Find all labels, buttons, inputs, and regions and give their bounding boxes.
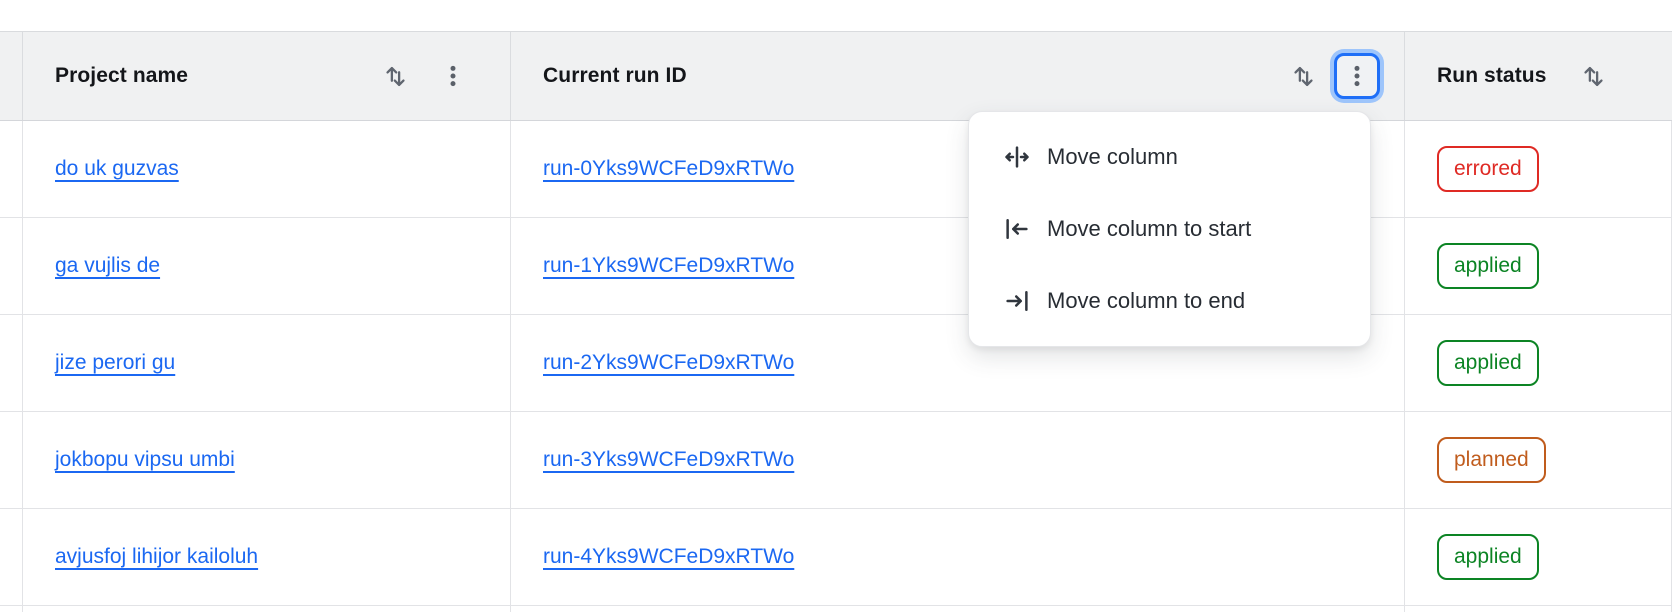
table-row: avjusfoj lihijor kailoluh run-4Yks9WCFeD…: [0, 509, 1672, 606]
run-status-badge: errored: [1437, 145, 1539, 193]
table-header-row: Project name Curre: [0, 31, 1672, 121]
run-id-cell: run-1Yks9WCFeD9xRTWo: [511, 218, 1405, 314]
menu-item-label: Move column to start: [1047, 216, 1252, 241]
move-column-icon: [1001, 142, 1033, 172]
sort-icon[interactable]: [1579, 62, 1608, 91]
run-id-link[interactable]: run-0Yks9WCFeD9xRTWo: [543, 157, 795, 180]
run-status-badge: applied: [1437, 242, 1539, 290]
project-cell: ga vujlis de: [23, 218, 511, 314]
project-cell: jokbopu vipsu umbi: [23, 412, 511, 508]
column-label: Current run ID: [543, 64, 687, 87]
run-id-cell: run-3Yks9WCFeD9xRTWo: [511, 412, 1405, 508]
project-link[interactable]: do uk guzvas: [55, 157, 179, 180]
sort-icon[interactable]: [381, 62, 410, 91]
menu-item-move-column-to-start[interactable]: Move column to start: [969, 193, 1370, 265]
leading-column-stub: [0, 32, 23, 120]
move-column-to-start-icon: [1001, 214, 1033, 244]
menu-item-move-column-to-end[interactable]: Move column to end: [969, 265, 1370, 337]
projects-table: Project name Curre: [0, 31, 1672, 612]
run-status-cell: planned: [1405, 412, 1672, 508]
menu-item-move-column[interactable]: Move column: [969, 121, 1370, 193]
run-id-cell: run-0Yks9WCFeD9xRTWo: [511, 121, 1405, 217]
row-stub-cell: [0, 121, 23, 217]
table-row: ga vujlis de run-1Yks9WCFeD9xRTWo applie…: [0, 218, 1672, 315]
table-row-partial: [0, 606, 1672, 612]
table-row: jize perori gu run-2Yks9WCFeD9xRTWo appl…: [0, 315, 1672, 412]
column-options-menu: Move column Move column to start Move co…: [968, 111, 1371, 347]
project-cell: do uk guzvas: [23, 121, 511, 217]
run-status-badge: applied: [1437, 339, 1539, 387]
menu-item-label: Move column: [1047, 144, 1178, 169]
table-body: do uk guzvas run-0Yks9WCFeD9xRTWo errore…: [0, 121, 1672, 606]
kebab-menu-icon[interactable]: [440, 63, 466, 89]
table-row: jokbopu vipsu umbi run-3Yks9WCFeD9xRTWo …: [0, 412, 1672, 509]
run-id-link[interactable]: run-1Yks9WCFeD9xRTWo: [543, 254, 795, 277]
project-cell: avjusfoj lihijor kailoluh: [23, 509, 511, 605]
project-cell: jize perori gu: [23, 315, 511, 411]
project-link[interactable]: jokbopu vipsu umbi: [55, 448, 235, 471]
run-status-cell: errored: [1405, 121, 1672, 217]
project-link[interactable]: jize perori gu: [55, 351, 176, 374]
column-header-project-name[interactable]: Project name: [23, 32, 511, 120]
row-stub-cell: [0, 218, 23, 314]
run-id-cell: run-4Yks9WCFeD9xRTWo: [511, 509, 1405, 605]
move-column-to-end-icon: [1001, 286, 1033, 316]
run-id-link[interactable]: run-3Yks9WCFeD9xRTWo: [543, 448, 795, 471]
run-status-cell: applied: [1405, 218, 1672, 314]
run-status-badge: applied: [1437, 533, 1539, 581]
table-row: do uk guzvas run-0Yks9WCFeD9xRTWo errore…: [0, 121, 1672, 218]
run-id-link[interactable]: run-2Yks9WCFeD9xRTWo: [543, 351, 795, 374]
row-stub-cell: [0, 412, 23, 508]
column-header-current-run-id[interactable]: Current run ID: [511, 32, 1405, 120]
run-id-cell: run-2Yks9WCFeD9xRTWo: [511, 315, 1405, 411]
column-label: Run status: [1437, 64, 1547, 87]
project-link[interactable]: ga vujlis de: [55, 254, 161, 277]
row-stub-cell: [0, 315, 23, 411]
run-status-cell: applied: [1405, 509, 1672, 605]
kebab-menu-icon-active[interactable]: [1334, 53, 1380, 99]
row-stub-cell: [0, 509, 23, 605]
menu-item-label: Move column to end: [1047, 288, 1246, 313]
column-label: Project name: [55, 64, 189, 87]
sort-icon[interactable]: [1289, 62, 1318, 91]
run-id-link[interactable]: run-4Yks9WCFeD9xRTWo: [543, 545, 795, 568]
run-status-badge: planned: [1437, 436, 1546, 484]
column-header-run-status[interactable]: Run status: [1405, 32, 1672, 120]
run-status-cell: applied: [1405, 315, 1672, 411]
project-link[interactable]: avjusfoj lihijor kailoluh: [55, 545, 259, 568]
